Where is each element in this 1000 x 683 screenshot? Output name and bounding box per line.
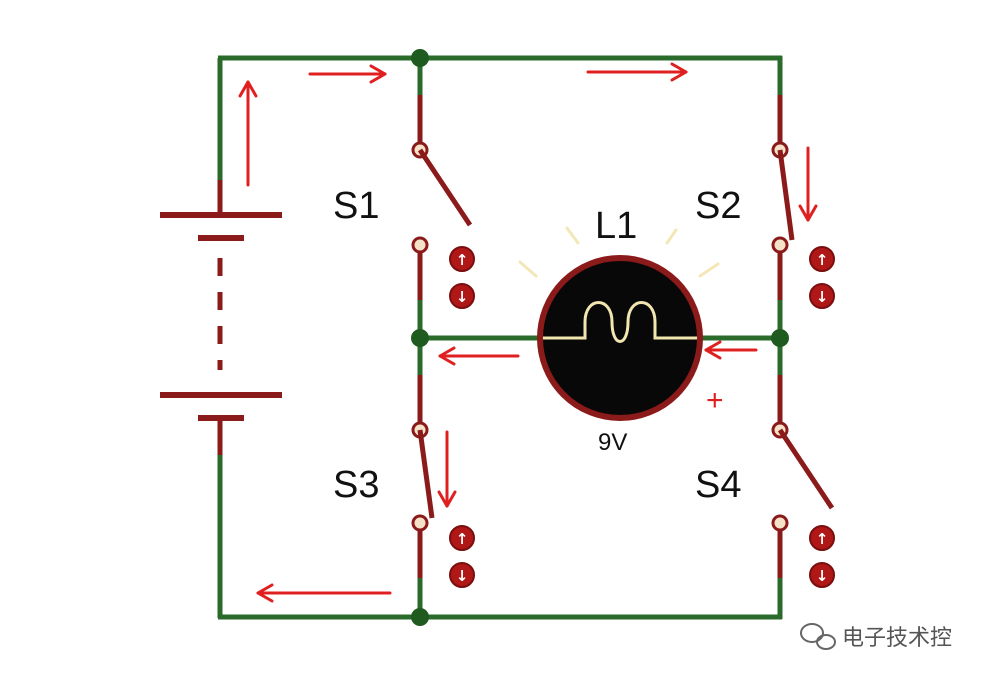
arrow-mid-left xyxy=(438,346,520,366)
arrow-s3-down xyxy=(437,430,457,508)
switch-label-s3: S3 xyxy=(333,464,379,506)
arrow-lamp-in-left xyxy=(704,340,758,360)
lamp-l1 xyxy=(518,226,720,421)
node-mid-left xyxy=(411,329,429,347)
s4-up-arrow-icon: ↑ xyxy=(816,530,829,548)
node-bottom xyxy=(411,608,429,626)
s2-up-button[interactable] xyxy=(809,246,835,272)
lamp-glow-rays xyxy=(518,226,720,278)
switch-s2 xyxy=(771,95,795,338)
s4-up-button[interactable] xyxy=(809,525,835,551)
switch-label-s2: S2 xyxy=(695,185,741,227)
s3-down-arrow-icon: ↓ xyxy=(456,567,469,585)
s2-blade xyxy=(777,149,795,241)
s4-blade xyxy=(777,428,835,510)
s3-blade xyxy=(417,429,435,519)
s2-up-arrow-icon: ↑ xyxy=(816,251,829,269)
lamp-bulb xyxy=(537,255,703,421)
wechat-icon xyxy=(800,623,836,650)
s4-controls: ↑ ↓ xyxy=(809,525,835,588)
lamp-label: L1 xyxy=(595,205,637,247)
lamp-filament xyxy=(543,301,697,343)
node-mid-right xyxy=(771,329,789,347)
node-top xyxy=(411,49,429,67)
s3-up-arrow-icon: ↑ xyxy=(456,530,469,548)
s1-down-button[interactable] xyxy=(449,283,475,309)
s1-down-arrow-icon: ↓ xyxy=(456,288,469,306)
s2-down-arrow-icon: ↓ xyxy=(816,288,829,306)
s3-controls: ↑ ↓ xyxy=(449,525,475,588)
s4-down-arrow-icon: ↓ xyxy=(816,567,829,585)
s1-blade xyxy=(417,148,473,227)
watermark-text: 电子技术控 xyxy=(842,626,952,651)
top-rail xyxy=(218,55,783,95)
switch-s4 xyxy=(771,338,835,578)
battery xyxy=(160,58,282,618)
voltage-label: 9V xyxy=(598,429,627,456)
s1-up-arrow-icon: ↑ xyxy=(456,251,469,269)
switch-controls: ↑ ↓ ↑ ↓ ↑ ↓ ↑ ↓ xyxy=(449,246,835,588)
arrow-s2-down xyxy=(798,146,818,222)
switch-label-s1: S1 xyxy=(333,185,379,227)
s3-down-button[interactable] xyxy=(449,562,475,588)
switch-s3 xyxy=(411,338,435,578)
s2-down-button[interactable] xyxy=(809,283,835,309)
arrow-top-right-right xyxy=(586,62,688,82)
s2-controls: ↑ ↓ xyxy=(809,246,835,309)
s1-up-button[interactable] xyxy=(449,246,475,272)
switch-label-s4: S4 xyxy=(695,464,741,506)
watermark: 电子技术控 xyxy=(800,623,952,651)
s3-up-button[interactable] xyxy=(449,525,475,551)
s1-controls: ↑ ↓ xyxy=(449,246,475,309)
switch-s1 xyxy=(411,95,473,338)
arrow-top-left-right xyxy=(308,64,387,84)
junction-nodes xyxy=(411,49,789,626)
arrow-bottom-left xyxy=(256,583,392,603)
arrow-battery-up xyxy=(238,80,258,187)
polarity-plus-label: + xyxy=(706,384,724,417)
current-arrows xyxy=(238,62,818,603)
bottom-rail xyxy=(218,575,783,620)
s4-down-button[interactable] xyxy=(809,562,835,588)
